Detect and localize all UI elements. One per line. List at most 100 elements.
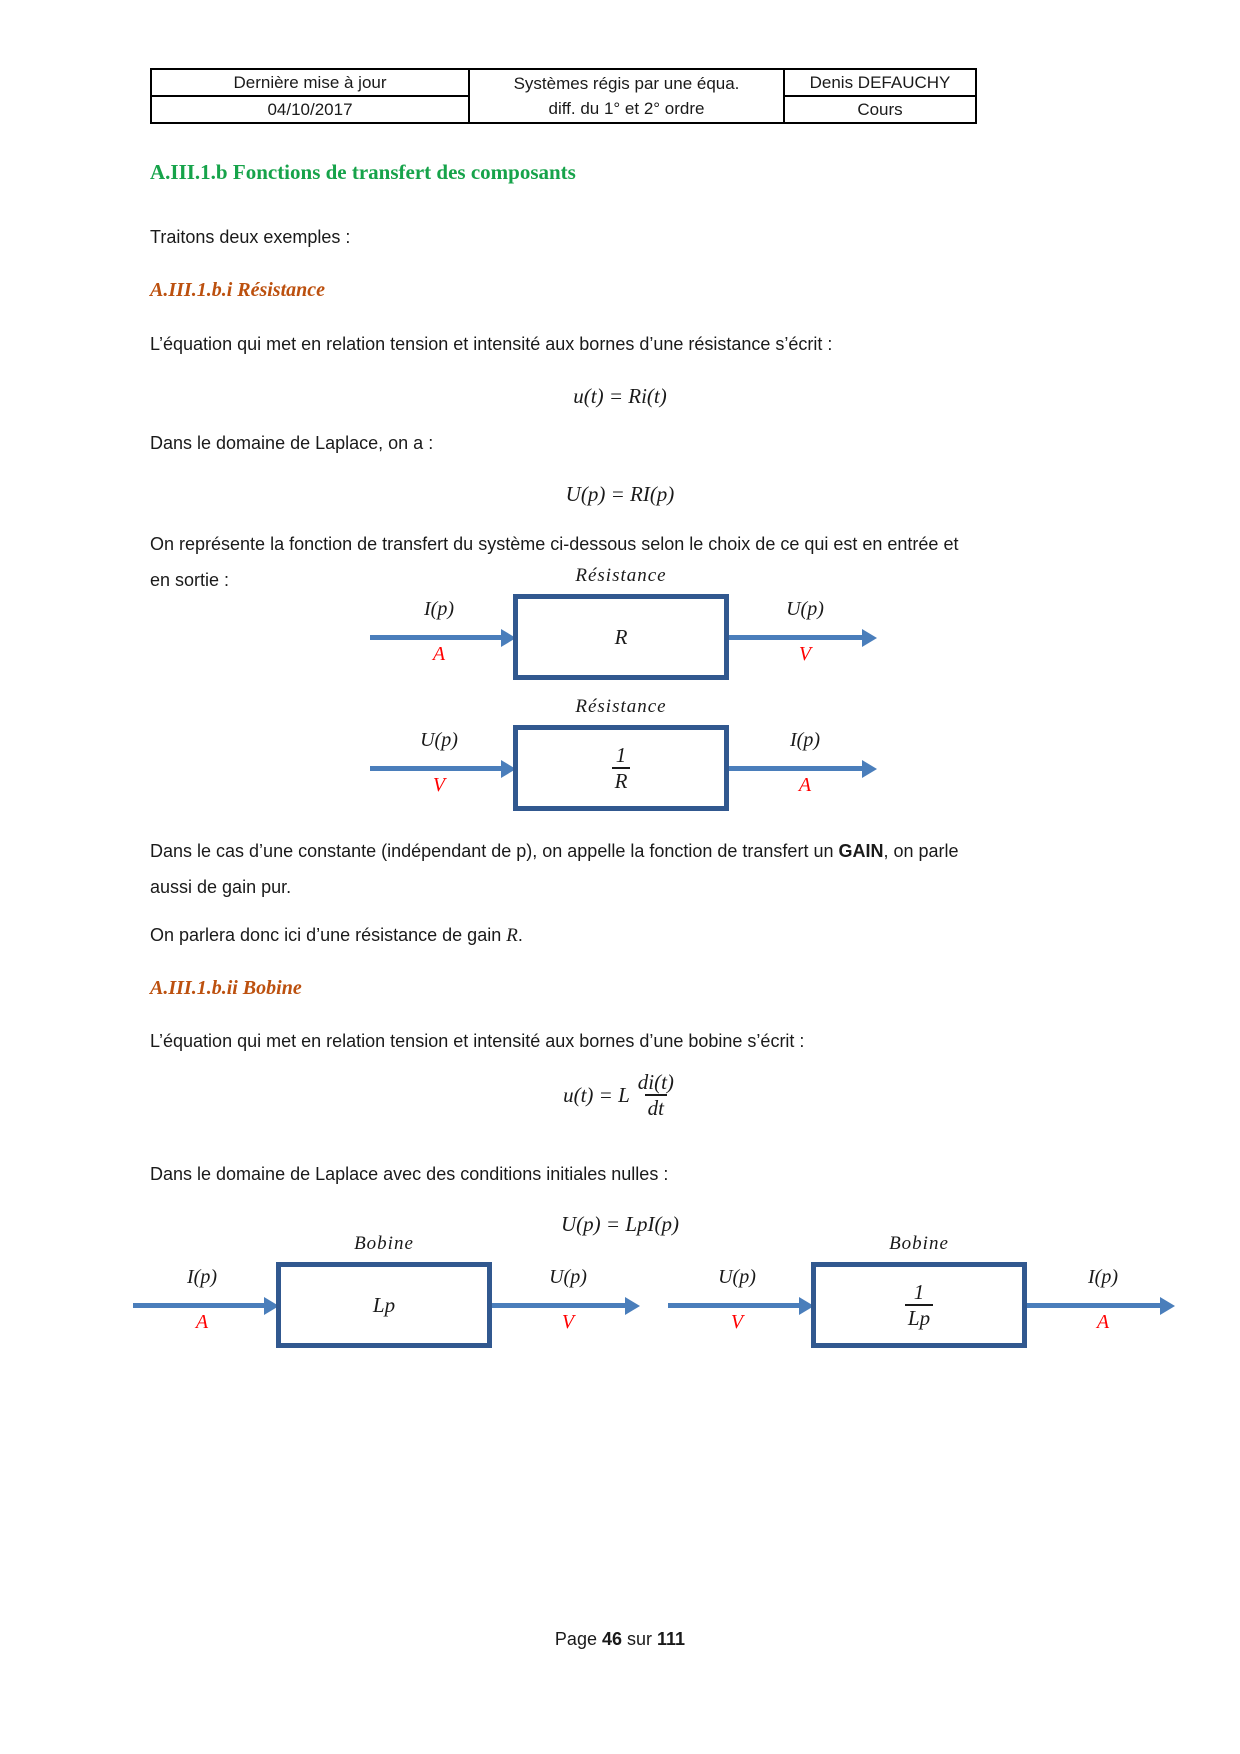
- input-unit-label: A: [195, 1311, 209, 1333]
- header-update-label: Dernière mise à jour: [150, 68, 470, 97]
- resistance-paragraph-3-line2: en sortie :: [150, 570, 230, 590]
- footer-mid: sur: [622, 1629, 658, 1649]
- equation-bobine-fraction: di(t) dt: [635, 1070, 677, 1120]
- header-row-1: Dernière mise à jour Systèmes régis par …: [150, 68, 977, 124]
- output-arrow: [492, 1297, 640, 1315]
- footer-page-number: 46: [601, 1629, 622, 1649]
- output-arrow: [729, 629, 877, 647]
- transfer-function-box: 1 Lp: [811, 1262, 1027, 1348]
- output-signal-label: U(p): [786, 598, 824, 620]
- fraction-denominator: Lp: [904, 1304, 934, 1330]
- input-arrow: [133, 1297, 279, 1315]
- fraction-numerator: 1: [913, 1279, 925, 1304]
- resistance-conclusion: On parlera donc ici d’une résistance de …: [150, 925, 523, 947]
- equation-bobine-time-pre: u(t) = L: [563, 1082, 630, 1107]
- resistance-paragraph-2: Dans le domaine de Laplace, on a :: [150, 433, 434, 453]
- gain-paragraph-post: , on parle: [883, 841, 959, 861]
- footer-total-pages: 111: [657, 1629, 686, 1649]
- equation-bobine-time: u(t) = L di(t) dt: [150, 1070, 1090, 1120]
- equation-resistance-laplace: U(p) = RI(p): [565, 482, 675, 506]
- transfer-function-box: Lp: [276, 1262, 492, 1348]
- input-signal-label: U(p): [420, 729, 458, 751]
- input-unit-label: A: [432, 643, 446, 665]
- equation-resistance-time: u(t) = Ri(t): [573, 384, 667, 408]
- conclusion-math-R: R: [506, 925, 518, 946]
- header-table: Dernière mise à jour Systèmes régis par …: [150, 68, 977, 124]
- arrow-shaft: [370, 766, 504, 771]
- input-arrow: [668, 1297, 814, 1315]
- output-unit-label: A: [1096, 1311, 1110, 1333]
- block-diagram-resistance-inverse: Résistance 1 R U(p) V I(p) A: [368, 696, 878, 831]
- transfer-function-gain: R: [614, 624, 628, 649]
- block-diagram-resistance-direct: Résistance R I(p) A U(p) V: [368, 565, 878, 700]
- bobine-paragraph-1: L’équation qui met en relation tension e…: [150, 1031, 805, 1051]
- footer-pre: Page: [554, 1629, 602, 1649]
- input-signal-label: U(p): [718, 1266, 756, 1288]
- arrow-head-icon: [862, 629, 877, 647]
- gain-paragraph-pre: Dans le cas d’une constante (indépendant…: [150, 841, 839, 861]
- output-arrow: [1027, 1297, 1175, 1315]
- transfer-function-box: 1 R: [513, 725, 729, 811]
- header-course-title-line2: diff. du 1° et 2° ordre: [548, 99, 705, 118]
- header-row-2: 04/10/2017 Cours: [150, 95, 977, 124]
- arrow-head-icon: [799, 1297, 814, 1315]
- input-signal-label: I(p): [424, 598, 454, 620]
- diagram-title: Résistance: [575, 565, 667, 586]
- gain-bold-word: GAIN: [838, 841, 884, 861]
- input-arrow: [370, 760, 516, 778]
- arrow-head-icon: [501, 760, 516, 778]
- input-unit-label: V: [432, 774, 446, 796]
- diagram-title: Résistance: [575, 696, 667, 717]
- arrow-head-icon: [862, 760, 877, 778]
- header-doc-type: Cours: [783, 95, 977, 124]
- transfer-function-box: R: [513, 594, 729, 680]
- fraction-denominator: dt: [644, 1094, 667, 1120]
- header-course-title-cell: Systèmes régis par une équa. diff. du 1°…: [468, 68, 785, 124]
- diagram-title: Bobine: [354, 1233, 414, 1254]
- output-unit-label: A: [798, 774, 812, 796]
- page-footer: Page 46 sur 111: [150, 1629, 1090, 1650]
- output-unit-label: V: [798, 643, 812, 665]
- resistance-heading: A.III.1.b.i Résistance: [150, 279, 326, 301]
- output-signal-label: U(p): [549, 1266, 587, 1288]
- arrow-shaft: [729, 766, 865, 771]
- arrow-head-icon: [625, 1297, 640, 1315]
- arrow-shaft: [370, 635, 504, 640]
- diagram-title: Bobine: [889, 1233, 949, 1254]
- bobine-heading: A.III.1.b.ii Bobine: [150, 977, 302, 999]
- fraction-denominator: R: [611, 767, 631, 793]
- intro-paragraph: Traitons deux exemples :: [150, 227, 351, 247]
- gain-paragraph-line2: aussi de gain pur.: [150, 877, 292, 897]
- resistance-paragraph-3-line1: On représente la fonction de transfert d…: [150, 534, 959, 554]
- bobine-paragraph-2: Dans le domaine de Laplace avec des cond…: [150, 1164, 669, 1184]
- arrow-head-icon: [501, 629, 516, 647]
- fraction-numerator: 1: [615, 742, 627, 767]
- transfer-function-fraction: 1 R: [611, 742, 631, 793]
- input-signal-label: I(p): [187, 1266, 217, 1288]
- header-course-title-line1: Systèmes régis par une équa.: [513, 74, 740, 93]
- arrow-head-icon: [1160, 1297, 1175, 1315]
- arrow-shaft: [133, 1303, 267, 1308]
- fraction-numerator: di(t): [637, 1070, 674, 1094]
- transfer-function-fraction: 1 Lp: [904, 1279, 934, 1330]
- arrow-shaft: [729, 635, 865, 640]
- arrow-shaft: [492, 1303, 628, 1308]
- header-author: Denis DEFAUCHY: [783, 68, 977, 97]
- input-unit-label: V: [730, 1311, 744, 1333]
- gain-paragraph-line1: Dans le cas d’une constante (indépendant…: [150, 841, 959, 862]
- header-update-date: 04/10/2017: [150, 95, 470, 124]
- block-diagram-bobine-direct: Bobine Lp I(p) A U(p) V: [131, 1233, 641, 1368]
- conclusion-pre: On parlera donc ici d’une résistance de …: [150, 925, 507, 945]
- block-diagram-bobine-inverse: Bobine 1 Lp U(p) V I(p) A: [666, 1233, 1176, 1368]
- input-arrow: [370, 629, 516, 647]
- output-signal-label: I(p): [1088, 1266, 1118, 1288]
- conclusion-post: .: [517, 925, 523, 945]
- arrow-shaft: [668, 1303, 802, 1308]
- output-signal-label: I(p): [790, 729, 820, 751]
- equation-bobine-laplace: U(p) = LpI(p): [561, 1212, 679, 1236]
- transfer-function-gain: Lp: [372, 1292, 396, 1317]
- section-heading: A.III.1.b Fonctions de transfert des com…: [150, 160, 576, 184]
- output-arrow: [729, 760, 877, 778]
- arrow-head-icon: [264, 1297, 279, 1315]
